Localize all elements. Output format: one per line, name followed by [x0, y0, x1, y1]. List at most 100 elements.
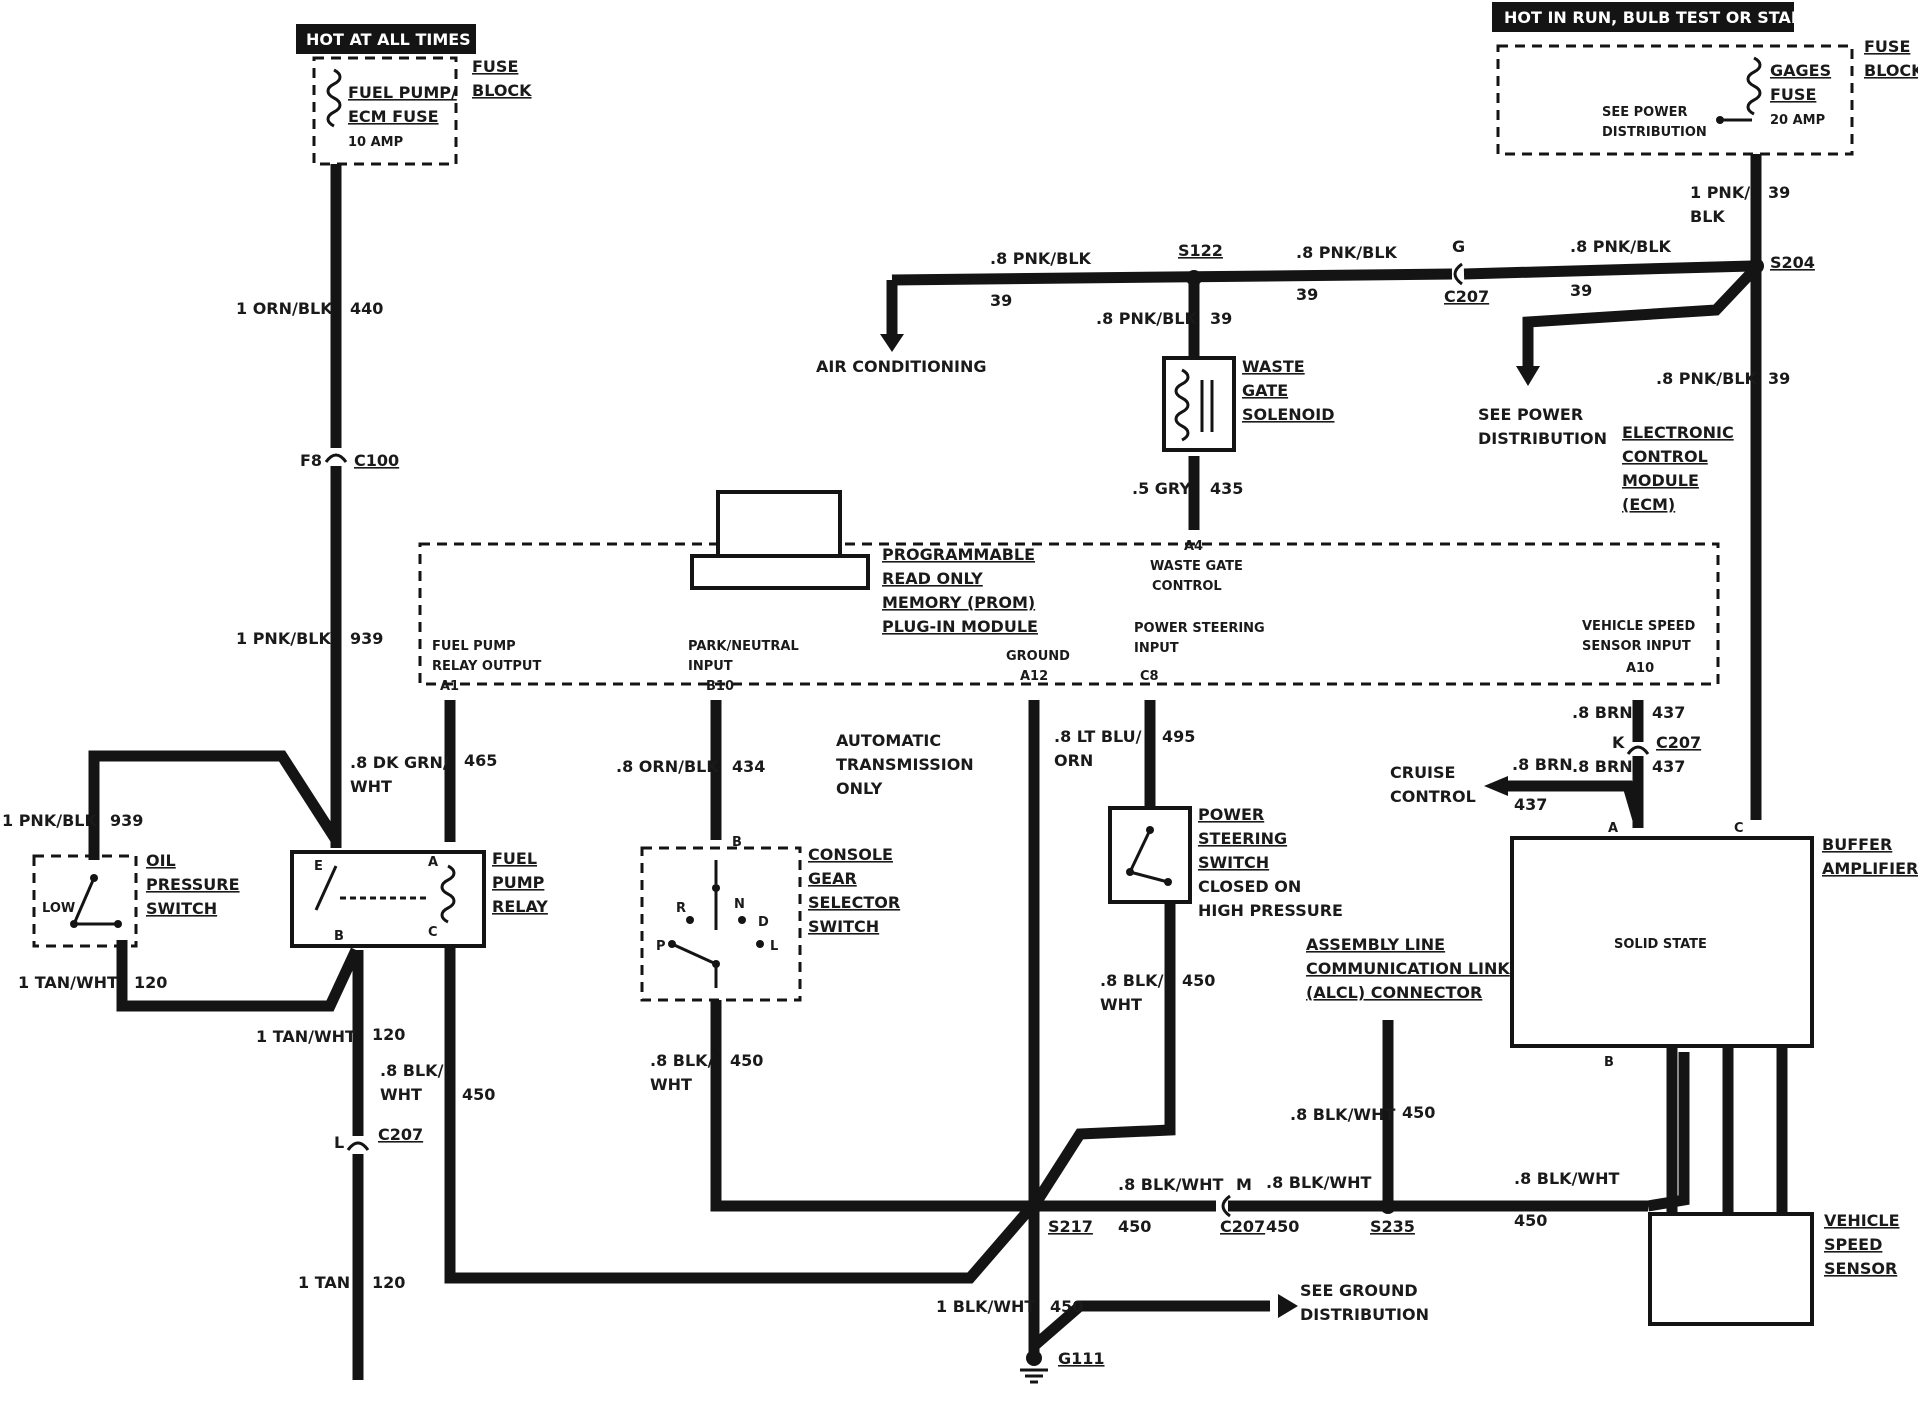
wire-labels: 1 ORN/BLK 440 1 PNK/BLK 939 1 PNK/BLK 93…	[2, 183, 1790, 1316]
svg-text:A: A	[428, 855, 438, 870]
waste-gate-solenoid: WASTE GATE SOLENOID	[1162, 356, 1334, 452]
svg-text:20 AMP: 20 AMP	[1770, 113, 1825, 128]
svg-text:495: 495	[1162, 727, 1195, 746]
svg-text:SWITCH: SWITCH	[146, 899, 217, 918]
svg-text:939: 939	[350, 629, 383, 648]
svg-text:STEERING: STEERING	[1198, 829, 1287, 848]
svg-text:VEHICLE: VEHICLE	[1824, 1211, 1900, 1230]
svg-text:S122: S122	[1178, 241, 1223, 260]
splices: S122 S204 S217 S235	[1026, 241, 1815, 1236]
svg-text:FUEL PUMP/: FUEL PUMP/	[348, 83, 457, 102]
svg-text:WASTE GATE: WASTE GATE	[1150, 559, 1243, 574]
svg-text:S217: S217	[1048, 1217, 1093, 1236]
svg-text:.8 BLK/WHT: .8 BLK/WHT	[1118, 1175, 1223, 1194]
see-ground-1: SEE GROUND	[1300, 1281, 1418, 1300]
svg-text:C: C	[1734, 821, 1744, 836]
splice-s122	[1186, 270, 1202, 286]
svg-text:39: 39	[1768, 183, 1790, 202]
svg-text:1 BLK/WHT: 1 BLK/WHT	[936, 1297, 1035, 1316]
splice-s217	[1026, 1198, 1042, 1214]
svg-text:120: 120	[372, 1273, 405, 1292]
svg-text:SENSOR INPUT: SENSOR INPUT	[1582, 639, 1691, 654]
svg-text:PUMP: PUMP	[492, 873, 545, 892]
svg-text:1 PNK/BLK: 1 PNK/BLK	[236, 629, 331, 648]
svg-text:AUTOMATIC: AUTOMATIC	[836, 731, 941, 750]
power-steering-switch: POWER STEERING SWITCH CLOSED ON HIGH PRE…	[1108, 805, 1343, 920]
wire-39-right	[1463, 260, 1753, 280]
svg-text:C207: C207	[1220, 1217, 1265, 1236]
svg-text:SOLID STATE: SOLID STATE	[1614, 937, 1707, 952]
svg-text:120: 120	[372, 1025, 405, 1044]
svg-text:E: E	[314, 859, 323, 874]
svg-text:D: D	[758, 915, 769, 930]
svg-text:.8 PNK/BLK: .8 PNK/BLK	[1096, 309, 1198, 328]
svg-text:.8 BRN: .8 BRN	[1572, 757, 1633, 776]
svg-text:.8 BLK/: .8 BLK/	[1100, 971, 1164, 990]
svg-text:L: L	[770, 939, 778, 954]
fuse-block-right: GAGES FUSE 20 AMP SEE POWER DISTRIBUTION…	[1496, 37, 1918, 156]
svg-text:A4: A4	[1184, 539, 1203, 554]
svg-text:SOLENOID: SOLENOID	[1242, 405, 1334, 424]
alcl-connector: ASSEMBLY LINE COMMUNICATION LINK (ALCL) …	[1306, 935, 1510, 1002]
wire-939-oil	[88, 750, 341, 860]
svg-text:A12: A12	[1020, 669, 1048, 684]
svg-text:AMPLIFIER: AMPLIFIER	[1822, 859, 1918, 878]
svg-text:CLOSED ON: CLOSED ON	[1198, 877, 1301, 896]
svg-text:.8 ORN/BLK: .8 ORN/BLK	[616, 757, 719, 776]
svg-text:1 PNK/: 1 PNK/	[1690, 183, 1750, 202]
wire-450-buffer	[1647, 1052, 1690, 1212]
wire-437-cruise	[1508, 780, 1644, 822]
svg-text:(ALCL) CONNECTOR: (ALCL) CONNECTOR	[1306, 983, 1482, 1002]
svg-text:F8: F8	[300, 451, 322, 470]
svg-text:S204: S204	[1770, 253, 1815, 272]
svg-text:WHT: WHT	[350, 777, 392, 796]
svg-text:437: 437	[1652, 757, 1685, 776]
vehicle-speed-sensor: VEHICLE SPEED SENSOR	[1648, 1211, 1900, 1326]
connector-c207-g: G C207	[1444, 237, 1489, 306]
svg-text:GROUND: GROUND	[1006, 649, 1070, 664]
svg-text:437: 437	[1652, 703, 1685, 722]
svg-text:SPEED: SPEED	[1824, 1235, 1882, 1254]
svg-text:PROGRAMMABLE: PROGRAMMABLE	[882, 545, 1035, 564]
svg-text:GATE: GATE	[1242, 381, 1288, 400]
svg-text:.8 BRN: .8 BRN	[1572, 703, 1633, 722]
svg-text:HOT AT ALL TIMES: HOT AT ALL TIMES	[306, 30, 471, 49]
svg-text:HOT IN RUN, BULB TEST OR START: HOT IN RUN, BULB TEST OR START	[1504, 8, 1813, 27]
svg-text:WASTE: WASTE	[1242, 357, 1305, 376]
svg-text:RELAY: RELAY	[492, 897, 548, 916]
svg-text:450: 450	[1118, 1217, 1151, 1236]
svg-text:450: 450	[462, 1085, 495, 1104]
svg-text:FUSE: FUSE	[472, 57, 518, 76]
connector-c207-m: M C207	[1220, 1175, 1265, 1236]
wire-120-a	[116, 940, 361, 1012]
svg-text:1 ORN/BLK: 1 ORN/BLK	[236, 299, 333, 318]
svg-text:SELECTOR: SELECTOR	[808, 893, 900, 912]
wire-39-ac	[891, 268, 1453, 286]
wires	[88, 154, 1788, 1380]
arrow-ac-icon	[880, 334, 904, 352]
svg-text:L: L	[334, 1133, 344, 1152]
svg-text:READ ONLY: READ ONLY	[882, 569, 983, 588]
wire-450-relay	[444, 944, 1039, 1284]
banner-hot-in-run: HOT IN RUN, BULB TEST OR START	[1492, 2, 1813, 32]
svg-text:SWITCH: SWITCH	[1198, 853, 1269, 872]
svg-text:1 TAN/WHT: 1 TAN/WHT	[18, 973, 118, 992]
svg-text:FUSE: FUSE	[1770, 85, 1816, 104]
splice-s204	[1748, 258, 1764, 274]
console-gear-selector-switch: B R N D P L CONSOLE GEAR SELECTOR SWITCH	[640, 835, 900, 1002]
svg-text:PLUG-IN MODULE: PLUG-IN MODULE	[882, 617, 1038, 636]
fuse-icon	[1746, 56, 1762, 116]
arrow-cruise-icon	[1484, 776, 1508, 796]
svg-text:COMMUNICATION LINK: COMMUNICATION LINK	[1306, 959, 1510, 978]
svg-text:434: 434	[732, 757, 765, 776]
svg-text:ECM FUSE: ECM FUSE	[348, 107, 439, 126]
svg-text:39: 39	[1570, 281, 1592, 300]
svg-text:INPUT: INPUT	[688, 659, 733, 674]
cruise-label-1: CRUISE	[1390, 763, 1455, 782]
wire-450-ps	[1029, 900, 1176, 1209]
svg-text:GAGES: GAGES	[1770, 61, 1831, 80]
svg-text:.8 BLK/WHT: .8 BLK/WHT	[1514, 1169, 1619, 1188]
svg-text:RELAY OUTPUT: RELAY OUTPUT	[432, 659, 541, 674]
svg-text:B: B	[334, 929, 344, 944]
